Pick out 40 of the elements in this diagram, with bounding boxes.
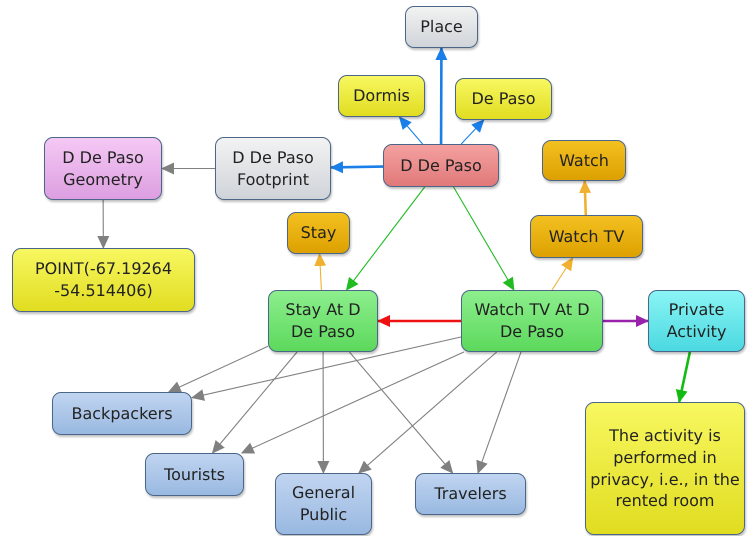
arrow [330,161,384,174]
arrow [191,336,462,401]
concept-box: Place [405,6,478,48]
arrow [377,315,461,327]
arrow [346,186,426,291]
concept-box: Tourists [145,453,244,496]
arrow [460,119,484,144]
concept-box: General Public [275,473,372,535]
arrow [552,257,574,290]
arrow [358,352,498,474]
concept-box: D De Paso Footprint [215,137,331,200]
arrow [168,346,268,392]
concept-box: Stay At D De Paso [268,290,378,352]
concept-box: De Paso [455,78,552,120]
arrow [240,352,464,454]
arrow [579,180,592,216]
concept-box: Backpackers [52,392,192,435]
arrow [453,186,514,291]
arrow [398,116,424,144]
concept-box: D De Paso Geometry [44,137,162,200]
concept-box: Stay [287,212,350,254]
arrow [161,162,215,174]
concept-box: Dormis [338,75,425,117]
arrow [676,352,692,403]
arrow [349,352,454,474]
concept-box: D De Paso [383,144,499,187]
arrow [603,315,649,327]
concept-box: The activity is performed in privacy, i.e., in the rented room [585,402,745,535]
arrow [317,352,330,474]
concept-box: Private Activity [648,290,745,352]
concept-box: Watch [542,140,626,181]
concept-box: Watch TV [530,215,643,258]
arrow [476,352,522,474]
arrow [212,352,298,454]
arrow [435,47,448,144]
arrow [314,253,326,290]
concept-box: POINT(-67.19264 -54.514406) [12,248,195,312]
concept-box: Travelers [415,473,526,515]
arrow [97,200,110,249]
concept-box: Watch TV At D De Paso [461,290,603,352]
